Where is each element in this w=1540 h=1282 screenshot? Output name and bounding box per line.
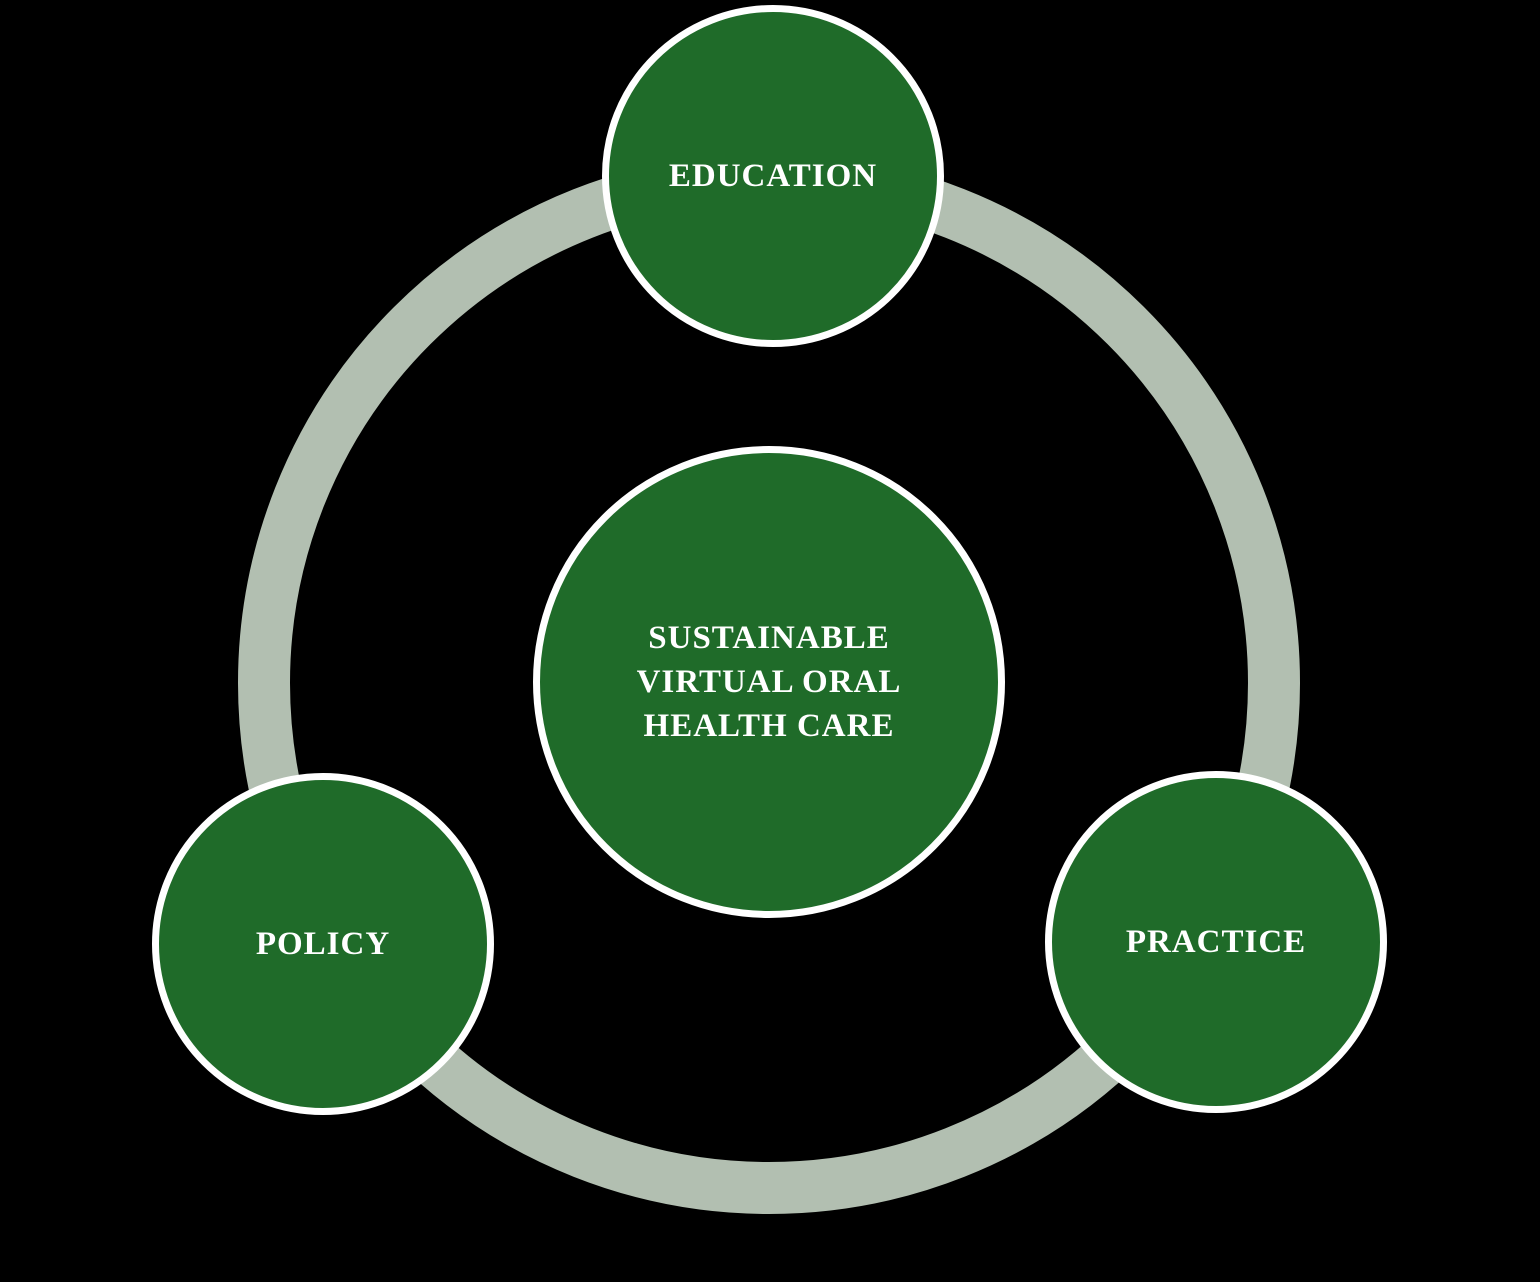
node-practice-label: PRACTICE <box>1125 924 1307 960</box>
node-center-label: SUSTAINABLE VIRTUAL ORAL HEALTH CARE <box>637 616 902 748</box>
node-center-label-line-1: SUSTAINABLE <box>648 620 890 656</box>
node-center-label-line-2: VIRTUAL ORAL <box>636 664 902 700</box>
node-policy: POLICY <box>152 773 494 1115</box>
node-education-label: EDUCATION <box>668 158 878 194</box>
node-education: EDUCATION <box>602 5 944 347</box>
node-center: SUSTAINABLE VIRTUAL ORAL HEALTH CARE <box>533 446 1005 918</box>
node-practice: PRACTICE <box>1045 771 1387 1113</box>
node-center-label-line-3: HEALTH CARE <box>643 708 895 744</box>
node-policy-label: POLICY <box>255 926 391 962</box>
